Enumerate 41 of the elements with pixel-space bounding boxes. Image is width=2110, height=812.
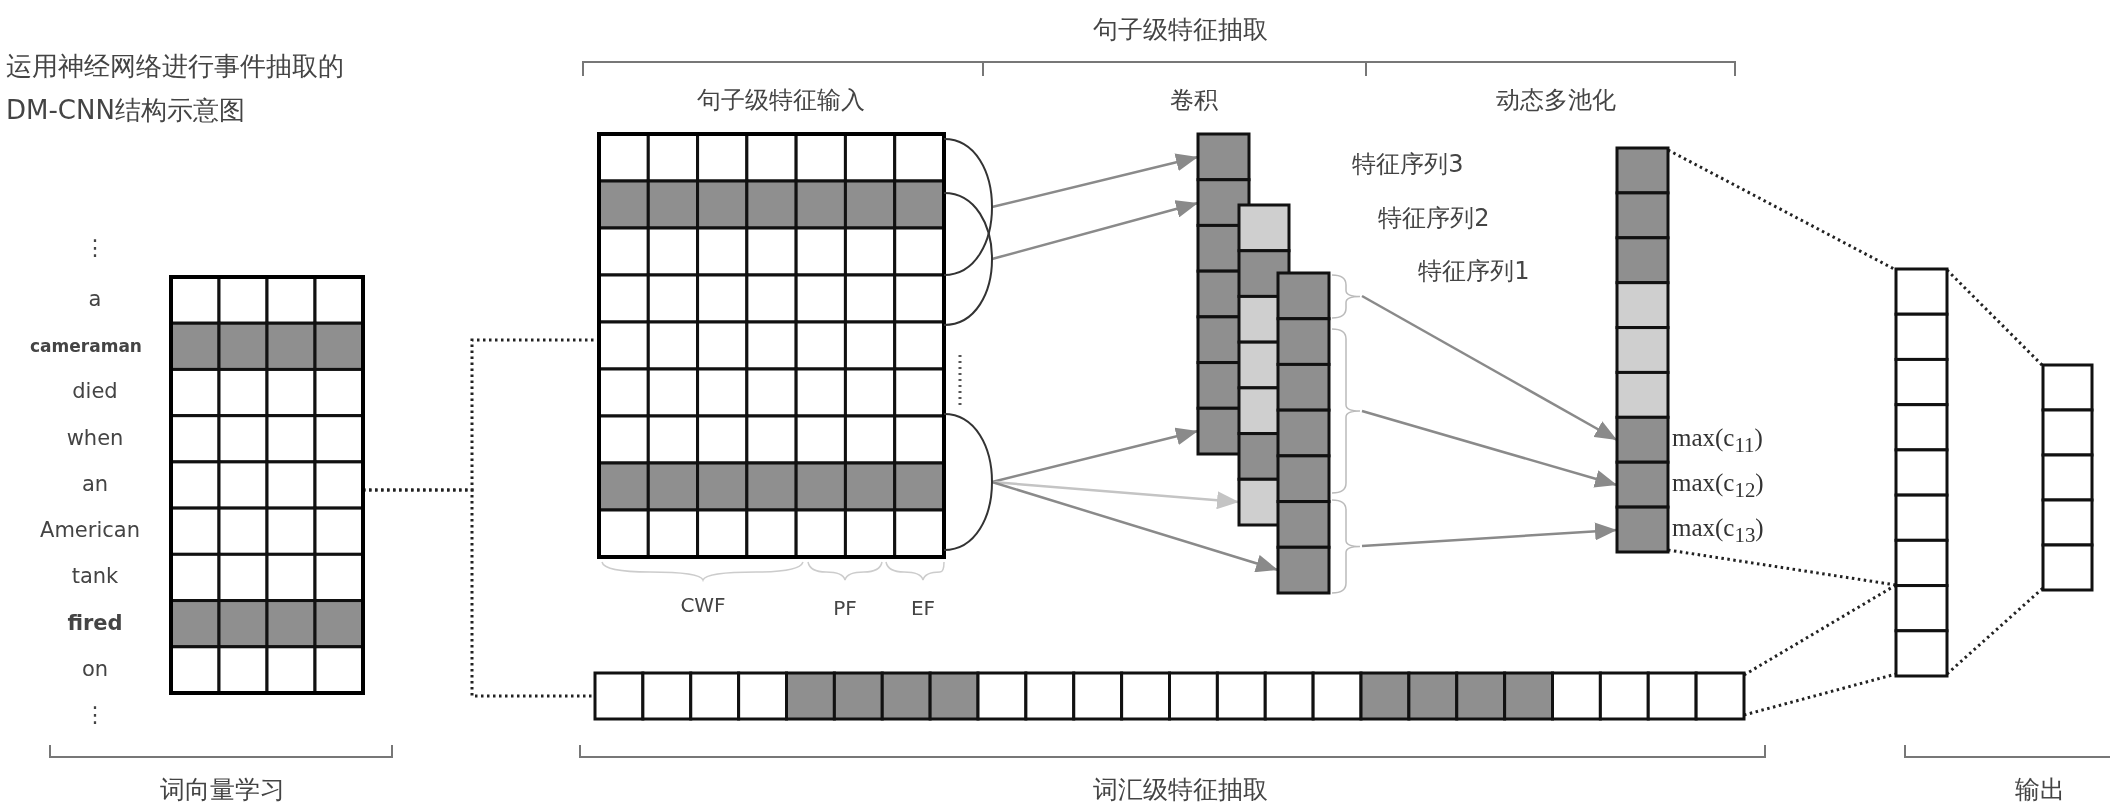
arrow	[991, 200, 1199, 261]
arrow	[1361, 522, 1618, 548]
feature-matrix	[599, 134, 995, 557]
pooled-vector	[1617, 148, 1668, 552]
dotted-connector	[1667, 548, 1897, 587]
section-heading: 卷积	[1170, 86, 1218, 114]
row-ellipsis: ⋮	[84, 235, 106, 261]
feature-label: EF	[910, 597, 936, 619]
lexical-feature-bar	[595, 673, 1744, 719]
section-heading: 句子级特征抽取	[1092, 16, 1268, 44]
row-ellipsis: ⋮	[84, 702, 106, 728]
feature-sequence-label: 特征序列1	[1418, 257, 1530, 285]
word-label: on	[81, 658, 109, 682]
word-label: when	[66, 427, 124, 451]
feature-sequence-label: 特征序列3	[1352, 150, 1464, 178]
word-label: American	[40, 519, 140, 543]
feature-label: PF	[833, 597, 857, 619]
vector-column	[1896, 269, 1947, 676]
arrow	[1361, 409, 1618, 488]
word-label: a	[88, 288, 102, 312]
word-label: fired	[67, 612, 123, 636]
output-vector	[2043, 365, 2092, 590]
word-label: an	[81, 473, 109, 497]
section-heading: 词向量学习	[159, 776, 285, 804]
word-label: died	[72, 380, 118, 404]
feature-map-column	[1278, 273, 1362, 593]
pooling-label: max(c$_{13}$)	[1672, 513, 1764, 547]
pooling-label: max(c$_{11}$)	[1672, 423, 1763, 457]
arrow	[1361, 294, 1618, 442]
section-heading: 输出	[2015, 776, 2065, 804]
arrow	[991, 427, 1199, 484]
arrow	[991, 153, 1199, 209]
feature-label: CWF	[680, 594, 726, 616]
figure-title: 运用神经网络进行事件抽取的DM-CNN结构示意图	[6, 50, 345, 127]
dotted-connector	[1743, 583, 1897, 677]
feature-sequence-label: 特征序列2	[1378, 204, 1490, 232]
word-label: cameraman	[30, 336, 142, 356]
word-label: tank	[71, 565, 119, 589]
arrow	[991, 480, 1279, 573]
pooling-label: max(c$_{12}$)	[1672, 468, 1764, 502]
word-vector-matrix	[171, 277, 363, 693]
